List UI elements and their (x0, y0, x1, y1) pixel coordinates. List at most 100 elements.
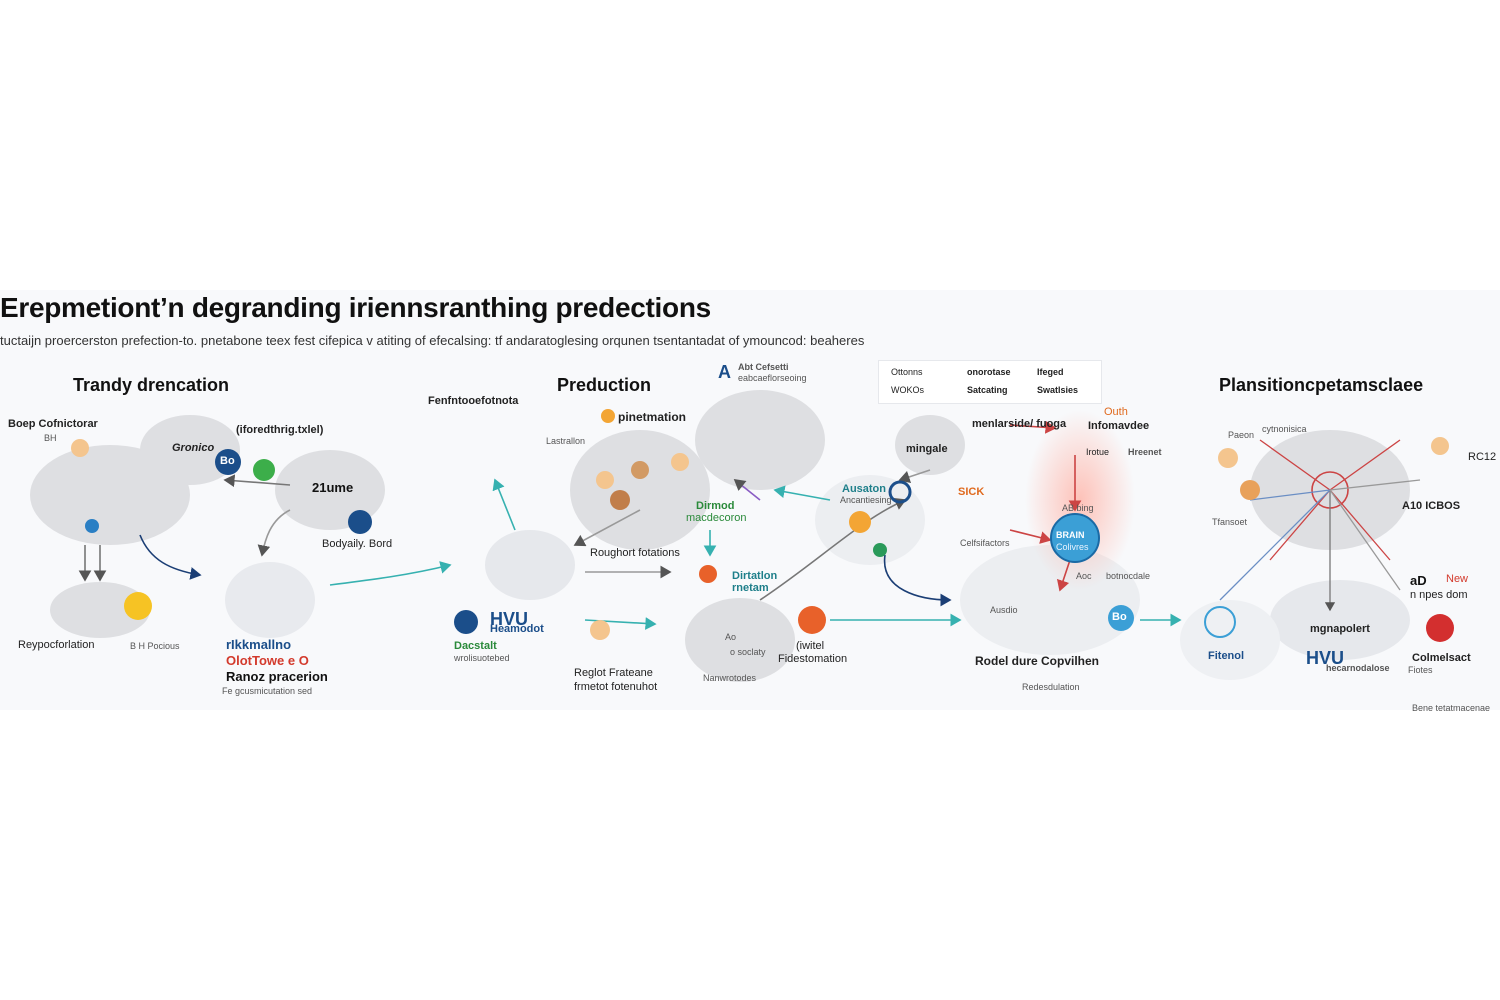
label-hvu: HVU (490, 609, 529, 629)
label-trametot: frmetot fotenuhot (574, 681, 658, 693)
label-ao: Ao (725, 632, 737, 642)
label-rc12: RC12 (1468, 451, 1497, 463)
face-icon-6 (590, 620, 610, 640)
label-ad: aD (1410, 573, 1427, 588)
icon-dots (71, 409, 1454, 642)
arrow-22 (898, 469, 931, 484)
arrow-7 (492, 478, 516, 531)
label-ausdia: Ausdio (990, 605, 1018, 615)
label-pinetmation: pinetmation (618, 410, 686, 424)
plant-icon (601, 409, 615, 423)
gear-icon (85, 519, 99, 533)
arrow-6 (223, 474, 291, 488)
cloud-left-5 (225, 562, 315, 638)
label-dirtation: Dirtatlon (732, 570, 778, 582)
arrow-21 (1056, 559, 1071, 592)
label-atatlon-2: Ancantiesing (840, 495, 892, 505)
label-bo-2: Bo (1112, 611, 1127, 623)
green-pin-icon (253, 459, 275, 481)
cloud-mid-3 (485, 530, 575, 600)
red-logo-icon (1426, 614, 1454, 642)
globe-icon (1204, 606, 1236, 638)
label-paeon: Paeon (1228, 430, 1255, 440)
label-sick: SICK (958, 486, 985, 498)
label-new: New (1446, 573, 1469, 585)
cloud-mid-2 (695, 390, 825, 490)
label-dacstall-2: wrolisuotebed (454, 653, 510, 663)
legend-row2-right: Swatlsies (1037, 385, 1079, 395)
label-tag-rfig: (iforedthrig.txlel) (236, 424, 324, 436)
face-icon-5 (610, 490, 630, 510)
label-colmelsact: Colmelsact (1412, 652, 1471, 664)
label-a10icbos: A10 ICBOS (1402, 500, 1461, 512)
blue-badge-icon (348, 510, 372, 534)
label-mingale: mingale (906, 443, 948, 455)
footer-note: Bene tetatmacenae (1412, 703, 1491, 713)
label-n-npes-dom: n npes dom (1410, 589, 1468, 601)
face-icon-3 (631, 461, 649, 479)
legend-box: Ottonns onorotase Ifeged WOKOs Satcating… (878, 360, 1102, 404)
label-reglot: Reglot Frateane (574, 667, 653, 679)
face-icon-4 (671, 453, 689, 471)
label-a: A (718, 362, 731, 382)
label-21ume: 21ume (312, 480, 354, 495)
arrow-13 (773, 485, 831, 501)
label-cyiterniciso: cytnonisica (1262, 424, 1307, 434)
label-monlarside: menlarside/ fuoga (972, 418, 1067, 430)
face-icon-7 (1218, 448, 1238, 468)
label-rodel: Rodel dure Copvilhen (975, 654, 1100, 668)
orange-dot-icon (699, 565, 717, 583)
label-infomavdee: Infomavdee (1088, 420, 1150, 432)
label-fenfn: Fenfntooefotnota (428, 395, 519, 407)
label-hvu-3b: hecarnodalose (1326, 663, 1390, 673)
label-roughort: Roughort fotations (590, 547, 680, 559)
hvu-logo-icon (454, 610, 478, 634)
label-fidestomation: Fidestomation (778, 653, 848, 665)
label-boep: Boep Cofnictorar (8, 418, 98, 430)
arrow-16 (883, 554, 952, 607)
arrow-11 (573, 509, 641, 547)
legend-row1-left: Ottonns (891, 367, 923, 377)
face-icon-2 (596, 471, 614, 489)
label-fiotes: Fiotes (1408, 665, 1433, 675)
face-icon-9 (1431, 437, 1449, 455)
cloud-mid-4 (685, 598, 795, 682)
hub-spokes (1219, 439, 1421, 612)
arrow-2 (329, 561, 452, 586)
label-ranoz-small: Fe gcusmicutation sed (222, 686, 313, 696)
cloud-left-3 (275, 450, 385, 530)
label-slotowe: OlotTowe e O (226, 653, 309, 668)
section-left-heading: Trandy drencation (73, 375, 230, 395)
center-node-label-2: Colivres (1056, 542, 1089, 552)
legend-row1-mid: onorotase (967, 367, 1011, 377)
label-ab-bing: AB bing (1062, 503, 1094, 513)
center-node-label: BRAIN (1056, 530, 1085, 540)
face-icon-1 (71, 439, 89, 457)
label-gronico: Gronico (172, 442, 215, 454)
label-ifiwiltei: (iwitel (796, 640, 825, 652)
cloud-mid-1 (570, 430, 710, 550)
cloud-left-2 (140, 415, 240, 485)
label-bodyaily: Bodyaily. Bord (322, 538, 393, 550)
label-botnocdale: botnocdale (1106, 571, 1151, 581)
bulb-icon (124, 592, 152, 620)
cloud-r-1 (895, 415, 965, 475)
label-hvu-2: Heamodot (490, 623, 544, 635)
label-o-soclaty: o soclaty (730, 647, 766, 657)
connector-arrows (78, 420, 1182, 630)
arrow-3 (257, 509, 291, 557)
red-glow (1025, 410, 1135, 590)
label-celfsifactors: Celfsifactors (960, 538, 1010, 548)
label-redesulation: Redesdulation (1022, 682, 1080, 692)
legend-row2-left: WOKOs (891, 385, 924, 395)
cloud-far-2 (1270, 580, 1410, 660)
face-icon-8 (1240, 480, 1260, 500)
arrow-15 (759, 498, 907, 601)
legend-row2-mid: Satcating (967, 385, 1008, 395)
label-dacstall: Dacstalt (454, 640, 497, 652)
label-hreenet: Hreenet (1128, 447, 1162, 457)
label-fitenol: Fitenol (1208, 650, 1245, 662)
legend-row1-right: Ifeged (1037, 367, 1064, 377)
bo-icon-1 (215, 449, 241, 475)
